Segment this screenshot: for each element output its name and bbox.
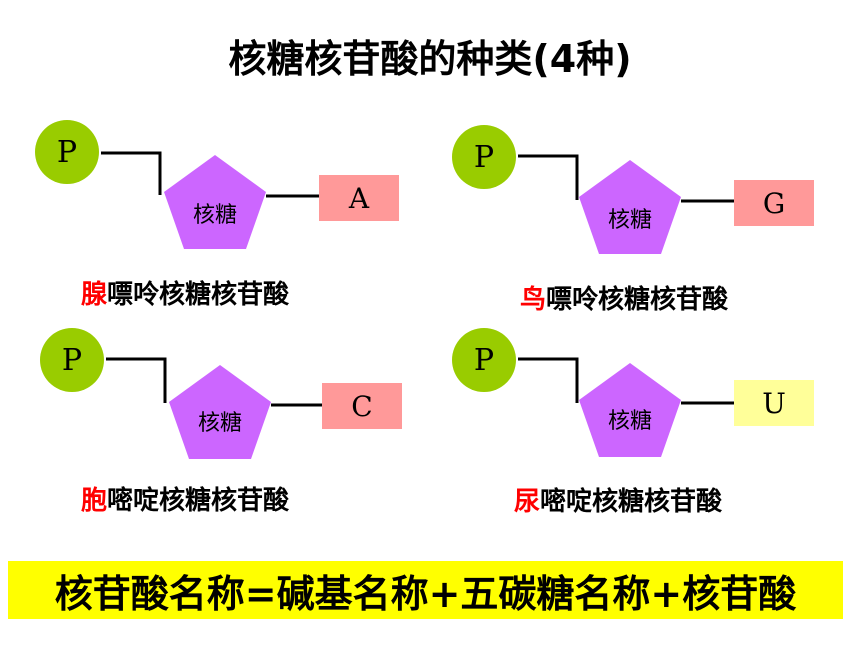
nucleotide-structure (101, 151, 319, 249)
base-box: G (734, 180, 814, 226)
phosphate-circle: P (40, 328, 104, 392)
page-title: 核糖核苷酸的种类(4种) (228, 37, 632, 81)
name-rest: 嘌呤核糖核苷酸 (107, 280, 290, 310)
sugar-label: 核糖 (192, 203, 237, 228)
nucleotide-name: 尿嘧啶核糖核苷酸 (514, 481, 722, 518)
base-box: A (319, 175, 399, 221)
sugar-label: 核糖 (607, 409, 652, 434)
nucleotide-name: 胞嘧啶核糖核苷酸 (81, 480, 289, 517)
phosphate-circle: P (35, 120, 99, 184)
nucleotide-structure (518, 357, 734, 457)
phosphate-circle: P (452, 328, 516, 392)
nucleotide-cytosine: P 核糖 C 胞嘧啶核糖核苷酸 (40, 328, 440, 543)
nucleotide-name: 腺嘌呤核糖核苷酸 (81, 274, 289, 311)
ribose-pentagon (169, 365, 271, 459)
nucleotide-uracil: P 核糖 U 尿嘧啶核糖核苷酸 (452, 328, 852, 543)
name-rest: 嘌呤核糖核苷酸 (546, 285, 729, 315)
nucleotide-guanine: P 核糖 G 鸟嘌呤核糖核苷酸 (452, 125, 852, 340)
base-highlight: 鸟 (520, 285, 547, 315)
name-rest: 嘧啶核糖核苷酸 (107, 486, 290, 516)
phosphate-circle: P (452, 125, 516, 189)
nucleotide-name: 鸟嘌呤核糖核苷酸 (520, 279, 728, 316)
base-highlight: 胞 (81, 486, 108, 516)
base-box: U (734, 380, 814, 426)
sugar-label: 核糖 (607, 208, 652, 233)
name-rest: 嘧啶核糖核苷酸 (540, 487, 723, 517)
base-box: C (322, 383, 402, 429)
sugar-label: 核糖 (197, 411, 242, 436)
ribose-pentagon (579, 363, 681, 457)
ribose-pentagon (579, 160, 681, 254)
nucleotide-structure (518, 154, 734, 254)
nucleotide-structure (106, 357, 322, 459)
nucleotide-adenine: P 核糖 A 腺嘌呤核糖核苷酸 (35, 120, 435, 335)
naming-formula: 核苷酸名称=碱基名称+五碳糖名称+核苷酸 (8, 561, 843, 619)
ribose-pentagon (164, 155, 266, 249)
base-highlight: 腺 (81, 280, 108, 310)
base-highlight: 尿 (514, 487, 541, 517)
